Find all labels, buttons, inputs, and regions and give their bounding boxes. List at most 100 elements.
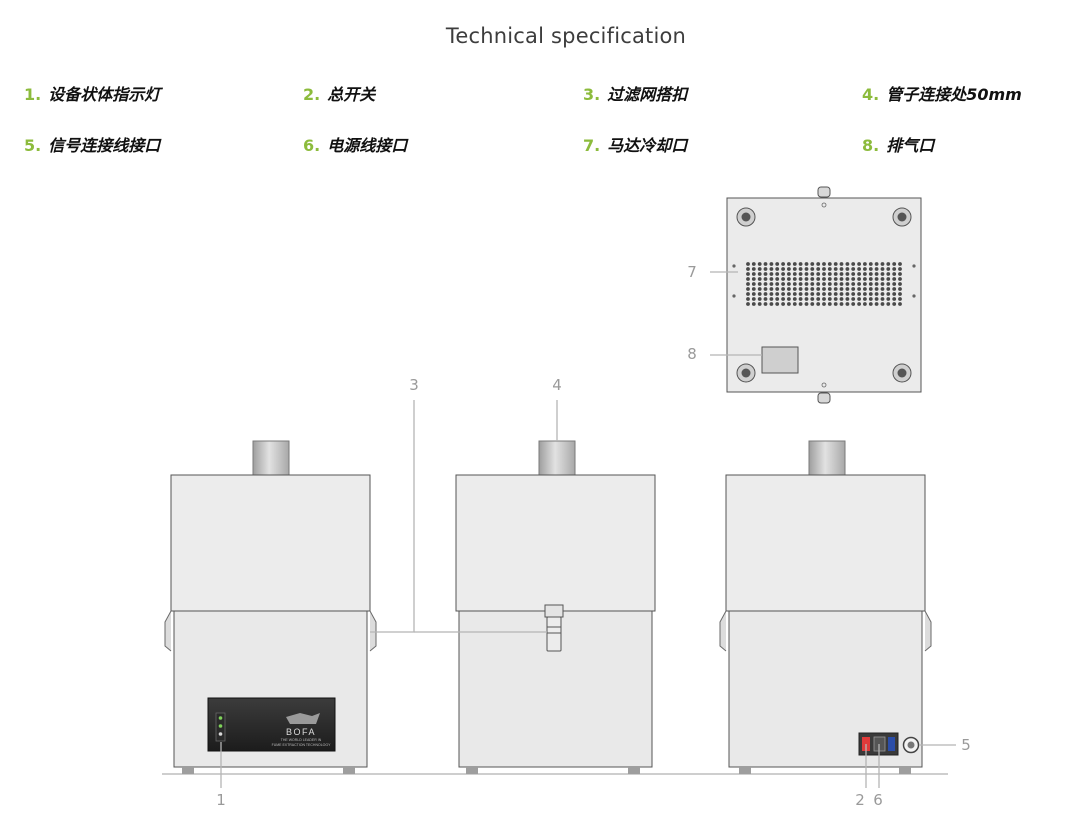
vent-hole <box>751 297 756 301</box>
vent-hole <box>880 272 885 276</box>
vent-hole <box>833 302 838 306</box>
vent-hole <box>769 292 774 296</box>
vent-hole <box>857 287 861 291</box>
legend-number: 1. <box>24 85 42 104</box>
vent-hole <box>868 272 873 276</box>
vent-hole <box>751 277 756 281</box>
filter-clasp <box>546 616 562 652</box>
legend-label: 信号连接线接口 <box>48 136 161 155</box>
vent-hole <box>845 272 850 276</box>
vent-hole <box>804 302 809 306</box>
vent-hole <box>874 292 879 296</box>
vent-hole <box>775 272 780 276</box>
vent-hole <box>892 287 897 291</box>
vent-hole <box>868 282 873 286</box>
callout-5: 5 <box>961 736 971 754</box>
vent-hole <box>851 282 856 286</box>
vent-hole <box>798 262 803 266</box>
vent-hole <box>845 292 850 296</box>
vent-hole <box>804 297 809 301</box>
vent-hole <box>851 267 856 271</box>
vent-hole <box>845 297 850 301</box>
vent-hole <box>810 267 815 271</box>
unit-top-section <box>725 474 926 612</box>
vent-hole <box>839 287 844 291</box>
vent-hole <box>804 287 809 291</box>
vent-hole <box>886 292 891 296</box>
vent-hole <box>746 262 750 266</box>
vent-hole <box>851 272 856 276</box>
vent-hole <box>851 297 856 301</box>
vent-hole <box>798 302 803 306</box>
vent-hole <box>798 267 803 271</box>
vent-hole <box>898 297 902 301</box>
vent-hole <box>810 297 815 301</box>
callout-4: 4 <box>552 376 562 394</box>
vent-hole <box>769 262 774 266</box>
foot <box>466 767 478 774</box>
indicator-light-icon <box>218 716 223 720</box>
vent-hole <box>798 282 803 286</box>
vent-hole <box>857 277 861 281</box>
vent-hole <box>763 262 768 266</box>
vent-hole <box>787 262 791 266</box>
filter-clasp-top <box>544 604 564 618</box>
motor-cooling-vents <box>746 262 902 306</box>
vent-hole <box>746 297 750 301</box>
vent-hole <box>898 267 902 271</box>
right-latch <box>369 610 377 652</box>
vent-hole <box>863 292 867 296</box>
foot <box>739 767 751 774</box>
unit-rear-view <box>719 440 932 774</box>
vent-hole <box>874 302 879 306</box>
vent-hole <box>892 272 897 276</box>
vent-hole <box>775 282 780 286</box>
legend-label: 排气口 <box>886 136 935 155</box>
page-title: Technical specification <box>445 24 687 48</box>
vent-hole <box>868 287 873 291</box>
vent-hole <box>827 297 832 301</box>
vent-hole <box>763 292 768 296</box>
vent-hole <box>839 267 844 271</box>
vent-hole <box>857 262 861 266</box>
vent-hole <box>816 287 821 291</box>
vent-hole <box>898 287 902 291</box>
vent-hole <box>798 272 803 276</box>
vent-hole <box>792 292 797 296</box>
legend-item-8: 8.排气口 <box>862 132 934 156</box>
left-latch <box>719 610 727 652</box>
vent-hole <box>746 272 750 276</box>
vent-hole <box>775 297 780 301</box>
legend-number: 7. <box>583 136 601 155</box>
vent-hole <box>798 292 803 296</box>
legend-label: 设备状体指示灯 <box>48 85 161 104</box>
vent-hole <box>769 272 774 276</box>
vent-hole <box>892 277 897 281</box>
vent-hole <box>868 297 873 301</box>
vent-hole <box>757 287 762 291</box>
vent-hole <box>863 282 867 286</box>
vent-hole <box>898 277 902 281</box>
bofa-logo-mark <box>286 713 320 724</box>
vent-hole <box>746 277 750 281</box>
vent-hole <box>845 282 850 286</box>
brand-tagline-1: THE WORLD LEADER IN <box>281 738 322 742</box>
legend-number: 3. <box>583 85 601 104</box>
vent-hole <box>763 297 768 301</box>
vent-hole <box>863 272 867 276</box>
vent-hole <box>839 262 844 266</box>
foot <box>628 767 640 774</box>
vent-hole <box>775 287 780 291</box>
vent-hole <box>746 282 750 286</box>
vent-hole <box>886 297 891 301</box>
vent-hole <box>792 272 797 276</box>
vent-hole <box>822 277 826 281</box>
vent-hole <box>781 272 785 276</box>
vent-hole <box>816 262 821 266</box>
vent-hole <box>857 267 861 271</box>
vent-hole <box>863 277 867 281</box>
vent-hole <box>798 277 803 281</box>
vent-hole <box>775 302 780 306</box>
vent-hole <box>769 287 774 291</box>
control-panel <box>207 697 336 752</box>
